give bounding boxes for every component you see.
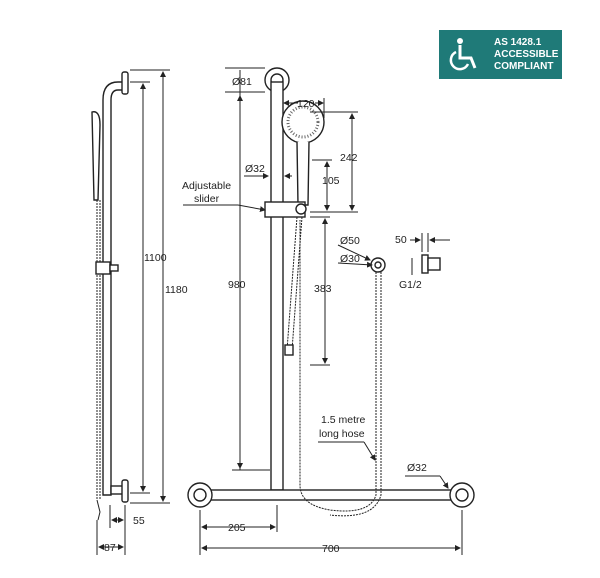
dim-87: 87 <box>104 542 116 554</box>
dim-outlet-30: Ø30 <box>340 253 360 265</box>
accessibility-badge: AS 1428.1 ACCESSIBLE COMPLIANT <box>439 30 562 79</box>
dim-outlet-50: Ø50 <box>340 235 360 247</box>
dim-bar-dia: Ø32 <box>407 462 427 474</box>
dim-flange-dia: Ø81 <box>232 76 252 88</box>
badge-line-2: ACCESSIBLE <box>494 49 559 60</box>
dim-205: 205 <box>228 522 246 534</box>
dim-head-width: 120 <box>297 98 315 110</box>
thread-label: G1/2 <box>399 279 422 291</box>
handshower-side <box>91 111 101 201</box>
dim-1100: 1100 <box>144 252 167 264</box>
dim-outlet-depth: 50 <box>395 234 407 246</box>
dim-105: 105 <box>322 175 340 187</box>
badge-line-1: AS 1428.1 <box>494 37 542 48</box>
slider-label-1: Adjustable <box>182 180 231 192</box>
hose-label-1: 1.5 metre <box>321 414 366 426</box>
dim-rail-dia: Ø32 <box>245 163 265 175</box>
dim-700: 700 <box>322 543 340 555</box>
dim-head-height: 242 <box>340 152 358 164</box>
wheelchair-icon <box>449 38 477 71</box>
dim-980: 980 <box>228 279 246 291</box>
hose-label-2: long hose <box>319 428 365 440</box>
badge-line-3: COMPLIANT <box>494 61 554 72</box>
front-view <box>183 67 475 555</box>
dim-1180: 1180 <box>165 284 188 296</box>
dim-55: 55 <box>133 515 145 527</box>
dim-383: 383 <box>314 283 332 295</box>
slider-label-2: slider <box>194 193 220 205</box>
side-view <box>91 69 170 555</box>
